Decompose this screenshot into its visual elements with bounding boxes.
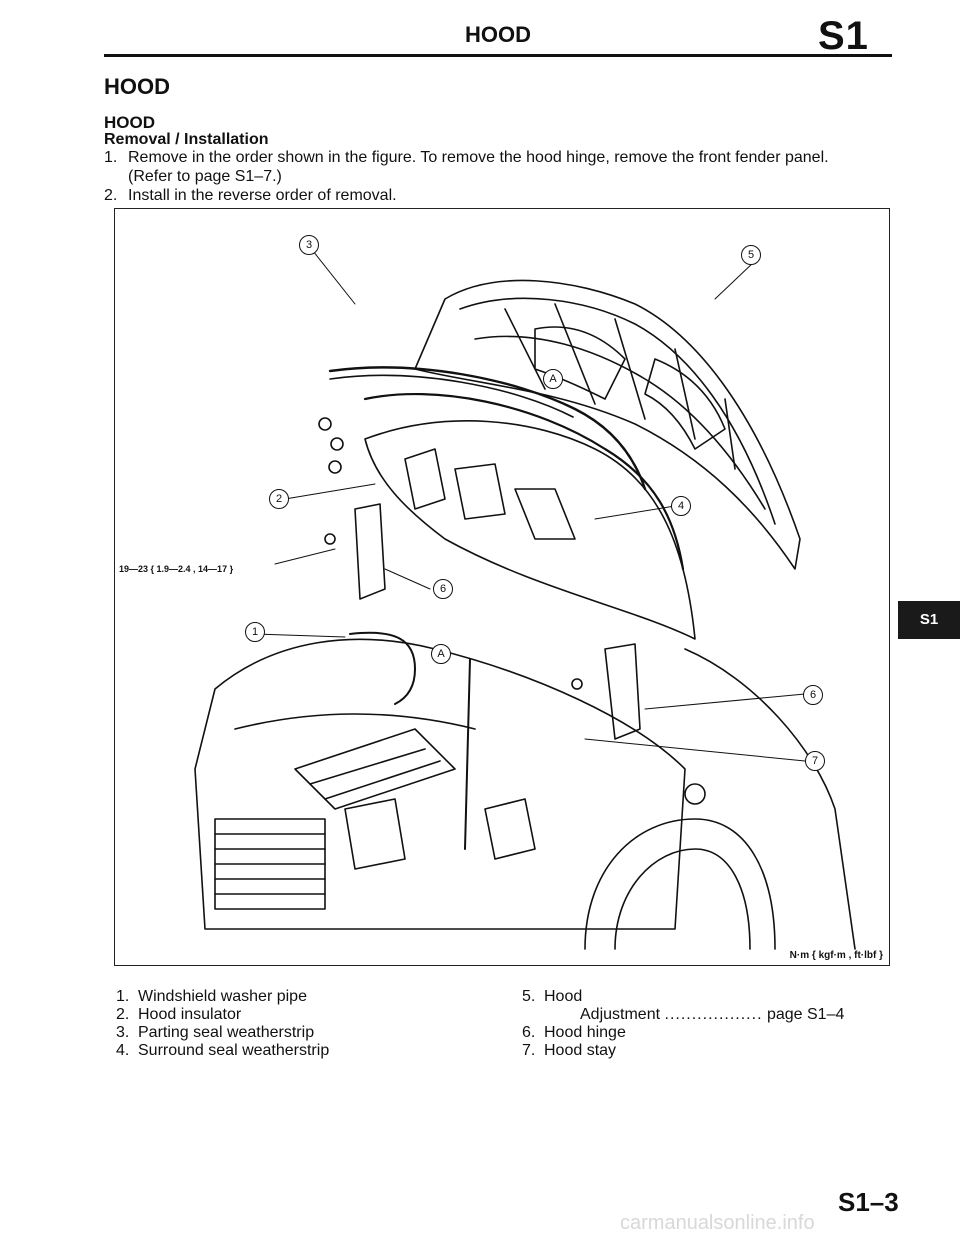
- header-rule: [104, 54, 892, 57]
- hood-hinge-left: [354, 503, 386, 600]
- legend-name: Hood stay: [544, 1042, 617, 1059]
- hood-insulator-outline: [364, 420, 696, 640]
- section-tab: S1: [898, 601, 960, 639]
- procedure-title: Removal / Installation: [104, 131, 269, 148]
- callout-1: 1: [245, 622, 265, 642]
- legend-name: Hood: [544, 988, 583, 1005]
- legend-item: 5. Hood: [522, 988, 844, 1006]
- legend-number: 2.: [116, 1006, 130, 1023]
- legend-name: Surround seal weatherstrip: [138, 1042, 330, 1059]
- legend-item: 6. Hood hinge: [522, 1024, 844, 1042]
- legend-item: 2. Hood insulator: [116, 1006, 329, 1024]
- header-title: HOOD: [465, 22, 531, 47]
- legend-item: 1. Windshield washer pipe: [116, 988, 329, 1006]
- legend-sub-ref: page S1–4: [766, 1006, 845, 1023]
- callout-7: 7: [805, 751, 825, 771]
- step-2: 2. Install in the reverse order of remova…: [104, 186, 397, 205]
- step-text: Install in the reverse order of removal.: [128, 187, 397, 204]
- hood-hinge-right: [604, 643, 641, 740]
- callout-5: 5: [741, 245, 761, 265]
- torque-spec: 19—23 { 1.9—2.4 , 14—17 }: [119, 564, 234, 574]
- washer-pipe: [349, 631, 416, 705]
- hood-panel-inner: [459, 297, 776, 525]
- legend-number: 5.: [522, 988, 536, 1005]
- legend-number: 7.: [522, 1042, 536, 1059]
- step-number: 1.: [104, 149, 118, 166]
- legend-name: Hood hinge: [544, 1024, 626, 1041]
- legend-number: 4.: [116, 1042, 130, 1059]
- fender-outline: [684, 648, 856, 950]
- exploded-view-figure: 19—23 { 1.9—2.4 , 14—17 } N·m { kgf·m , …: [114, 208, 890, 966]
- section-title: HOOD: [104, 74, 170, 99]
- hood-illustration: [194, 250, 856, 950]
- legend-item: 4. Surround seal weatherstrip: [116, 1042, 329, 1060]
- page-number: S1–3: [838, 1187, 899, 1217]
- legend-number: 1.: [116, 988, 130, 1005]
- legend-name: Hood insulator: [138, 1006, 242, 1023]
- unit-note: N·m { kgf·m , ft·lbf }: [789, 950, 883, 961]
- front-wheel: [584, 818, 776, 950]
- leader-dots: ..................: [664, 1006, 763, 1023]
- callout-2: 2: [269, 489, 289, 509]
- parts-legend-left: 1. Windshield washer pipe 2. Hood insulato…: [116, 988, 329, 1060]
- engine-bay-outline: [194, 638, 686, 930]
- callout-3: 3: [299, 235, 319, 255]
- legend-sub-label: Adjustment: [580, 1006, 661, 1023]
- surround-seal-strip: [363, 392, 685, 571]
- callout-a-upper: A: [543, 369, 563, 389]
- callout-a-lower: A: [431, 644, 451, 664]
- header-section-code: S1: [818, 14, 869, 58]
- legend-number: 3.: [116, 1024, 130, 1041]
- legend-name: Parting seal weatherstrip: [138, 1024, 315, 1041]
- step-1-continued: (Refer to page S1–7.): [128, 168, 282, 185]
- step-1: 1. Remove in the order shown in the figur…: [104, 148, 829, 167]
- watermark: carmanualsonline.info: [620, 1212, 815, 1234]
- legend-item: 3. Parting seal weatherstrip: [116, 1024, 329, 1042]
- step-number: 2.: [104, 187, 118, 204]
- legend-item: 7. Hood stay: [522, 1042, 844, 1060]
- hood-stay: [464, 658, 471, 850]
- legend-name: Windshield washer pipe: [138, 988, 307, 1005]
- step-text: Remove in the order shown in the figure.…: [128, 149, 829, 166]
- parting-seal-strip: [328, 366, 647, 491]
- callout-6-right: 6: [803, 685, 823, 705]
- hood-panel-outline: [414, 279, 801, 570]
- legend-subitem: Adjustment .................. page S1–4: [522, 1006, 844, 1024]
- callout-6-left: 6: [433, 579, 453, 599]
- callout-4: 4: [671, 496, 691, 516]
- legend-number: 6.: [522, 1024, 536, 1041]
- parts-legend-right: 5. Hood Adjustment .................. pag…: [522, 988, 844, 1060]
- subsection-title: HOOD: [104, 113, 155, 132]
